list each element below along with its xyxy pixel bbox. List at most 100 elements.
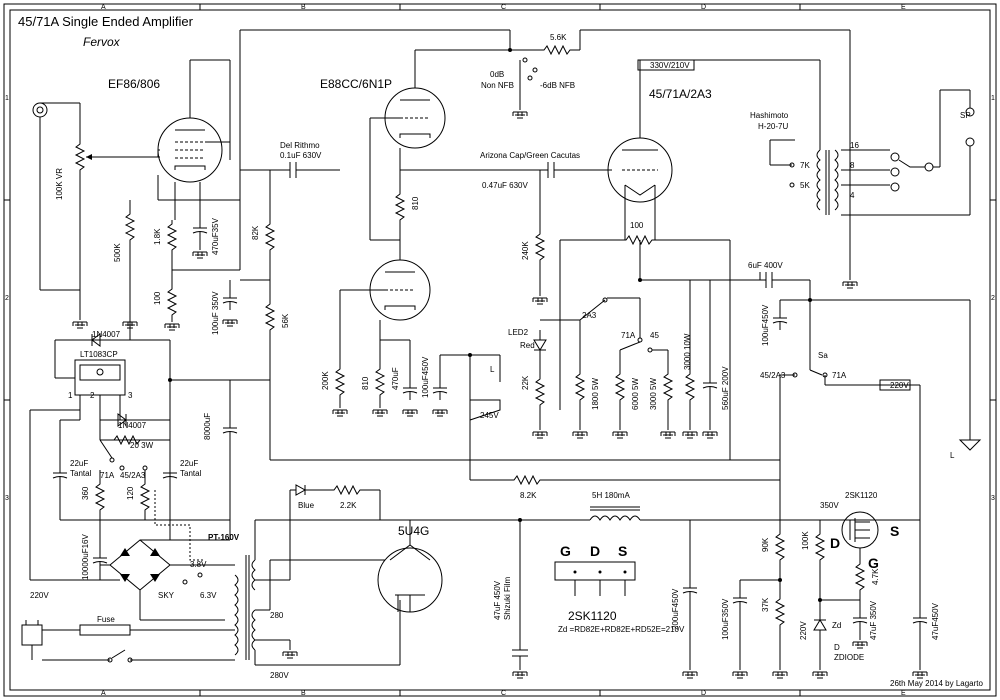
v38-label: 3.8V [190,560,207,569]
mosfet-d-label: D [830,535,840,551]
del-rithmo-label: Del Rithmo [280,141,320,150]
c100-350-label: 100uF 350V [211,291,220,335]
credit-line: 26th May 2014 by Lagarto [890,679,984,688]
frame-row-1-right: 1 [991,95,995,102]
pt160-label: PT-160V [208,533,240,542]
d1n4007b-label: 1N4007 [118,421,147,430]
r360-label: 360 [81,486,90,500]
r2k2-label: 2.2K [340,501,357,510]
c47-450b-label: 47uF450V [931,602,940,640]
c560-label: 560uF 200V [721,366,730,410]
output-tube [607,60,673,203]
l-label-b: L [950,451,955,460]
c22b-label: 22uF [180,459,198,468]
pin1-label: 1 [68,391,73,400]
feedback-network: 5.6K 0dB Non NFB -6dB NFB [481,29,851,280]
frame-row-3-right: 3 [991,495,995,502]
mains-input: 220V Fuse [21,591,235,663]
tantal-a-label: Tantal [70,469,92,478]
mains-plug-icon [21,624,43,646]
sw-0db-label: 0dB [490,70,504,79]
frame-col-b-bottom: B [301,690,306,697]
arizona-cap-label: Arizona Cap/Green Cacutas [480,151,580,160]
tap-7k-label: 7K [800,161,810,170]
choke: 5H 180mA [589,491,641,521]
zdiode-label: ZDIODE [834,653,864,662]
r4k7-label: 4.7K [871,568,880,585]
r8k2-label: 8.2K [520,491,537,500]
b245-label: 245V [480,411,499,420]
mosfet-s-label: S [890,523,899,539]
fuse-label: Fuse [97,615,115,624]
speaker-terminal-plus-icon [965,107,975,117]
s45-2a3-label: 45/2A3 [760,371,786,380]
frame-col-e-bottom: E [901,690,906,697]
sk1120-label: 2SK1120 [568,609,617,623]
choke-label: 5H 180mA [592,491,630,500]
sw-nonnfb-label: Non NFB [481,81,514,90]
s71a-label: 71A [832,371,847,380]
l-label-a: L [490,365,495,374]
filament-regulator: 1N4007 LT1083CP 1 2 3 1N4007 20 3W 8000u… [29,320,270,581]
v280b-label: 280V [270,671,289,680]
schematic-subtitle: Fervox [83,35,121,49]
sky-label: SKY [158,591,175,600]
c470b-label: 470uF [391,367,400,390]
lt1083-label: LT1083CP [80,350,118,359]
sw-45-2a3-label: 45/2A3 [120,471,146,480]
c22a-label: 22uF [70,459,88,468]
sa-label: Sa [818,351,828,360]
r1800-label: 1800 5W [591,378,600,410]
frame-row-1: 1 [5,95,9,102]
pinout-g: G [560,543,571,559]
dz-label: D [834,643,840,652]
schematic-title: 45/71A Single Ended Amplifier [18,14,194,29]
led2-label: LED2 [508,328,529,337]
led-red-label: Red [520,341,535,350]
c6u-label: 6uF 400V [748,261,783,270]
tap-4-label: 4 [850,191,855,200]
v350-label: 350V [820,501,839,510]
pin2-label: 2 [90,391,95,400]
b220v-label: 220V [890,381,909,390]
sel-2a3-label: 2A3 [582,311,597,320]
r810a-label: 810 [411,196,420,210]
c01-label: 0.1uF 630V [280,151,322,160]
c200-label: 200uF450V [671,588,680,630]
zd-formula-label: Zd =RD82E+RD82E+RD52E=210V [558,625,685,634]
frame-col-d: D [701,4,706,11]
e88cc-label: E88CC/6N1P [320,77,392,91]
sw-6db-label: -6dB NFB [540,81,575,90]
c100-450-label: 100uF450V [421,356,430,398]
bridge-rectifier: SKY [100,539,230,621]
b330-label: 330V/210V [650,61,690,70]
fuse-icon [79,624,131,636]
h207u-label: H-20-7U [758,122,788,131]
tap-8-label: 8 [850,161,855,170]
sel-45-label: 45 [650,331,659,340]
sk1120-pinout: G D S 2SK1120 Zd =RD82E+RD82E+RD52E=210V [554,543,685,634]
r100-label: 100 [153,291,162,305]
mosfet-g-label: G [868,555,879,571]
r3000-label: 3000 5W [649,378,658,410]
r20-label: 20 3W [130,441,154,450]
sel-71a-label: 71A [621,331,636,340]
d1n4007a-label: 1N4007 [92,330,121,339]
r90k-label: 90K [761,537,770,552]
hum-pot-label: 100 [630,221,644,230]
r100k-label: 100K [801,531,810,550]
input-section: 100K VR [32,102,160,329]
v280a-label: 280 [270,611,284,620]
speaker-label: SP [960,111,971,120]
c100-350b-label: 100uF350V [721,598,730,640]
c470-label: 470uF35V [211,217,220,255]
r6000-label: 6000 5W [631,378,640,410]
e88cc-tube-upper [384,49,510,149]
ef86-tube: EF86/806 [108,59,230,183]
frame-row-2-right: 2 [991,295,995,302]
sw-71a-label: 71A [100,471,115,480]
tantal-b-label: Tantal [180,469,202,478]
pinout-d: D [590,543,600,559]
c47-350-label: 47uF 350V [869,600,878,640]
r120-label: 120 [126,486,135,500]
